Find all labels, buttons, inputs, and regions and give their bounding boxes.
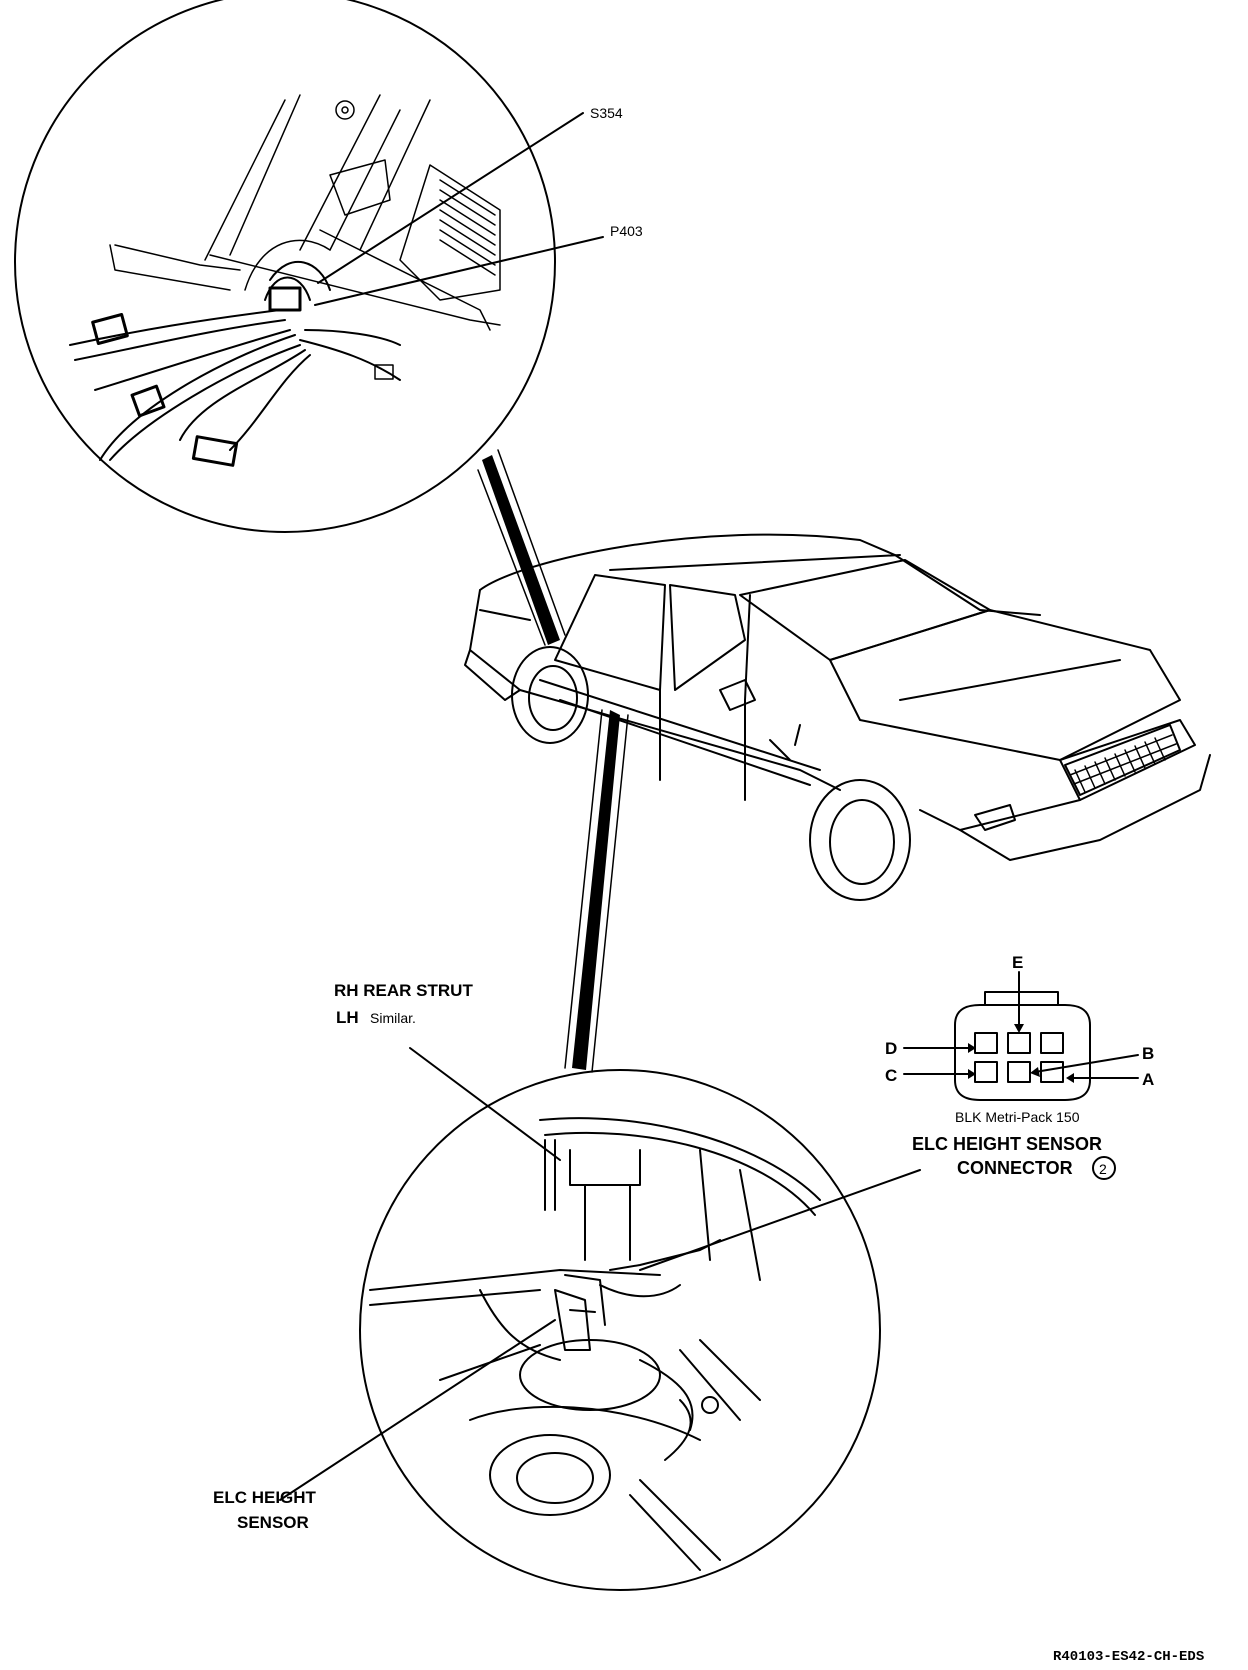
sensor-label-line2: SENSOR — [237, 1513, 309, 1532]
bottom-leader-lines — [279, 1047, 921, 1501]
connector-ref-number: 2 — [1099, 1161, 1107, 1177]
wire-harness-drawing — [69, 260, 401, 461]
sensor-label-line1: ELC HEIGHT — [213, 1488, 317, 1507]
suspension-drawing — [369, 1269, 761, 1571]
strut-title-label: RH REAR STRUT — [334, 981, 473, 1000]
pin-a-label: A — [1142, 1070, 1154, 1089]
connector-ref-circle — [1092, 1156, 1116, 1180]
body-panel-drawing — [109, 94, 501, 331]
vehicle-drawing — [464, 533, 1211, 901]
pin-c-label: C — [885, 1066, 897, 1085]
pin-b-label: B — [1142, 1044, 1154, 1063]
grille — [1064, 724, 1181, 796]
connector-p403-label: P403 — [610, 223, 643, 239]
bottom-detail-view — [279, 1047, 921, 1591]
connector-pinout: E D C B A BLK Metri-Pack 150 ELC HEIGHT … — [885, 953, 1154, 1180]
top-leader-lines — [314, 112, 604, 306]
top-detail-circle — [14, 0, 556, 533]
headlight — [974, 804, 1016, 831]
front-wheel — [809, 779, 911, 901]
strut-note-lh: LH — [336, 1008, 359, 1027]
strut-drawing — [539, 1117, 821, 1281]
pin-arrows — [903, 971, 1139, 1079]
pin-d-label: D — [885, 1039, 897, 1058]
harness-connectors — [91, 286, 394, 467]
figure-code: R40103-ES42-CH-EDS — [1053, 1649, 1204, 1665]
bottom-detail-circle — [359, 1069, 881, 1591]
callout-stripe-top — [477, 449, 566, 646]
connector-title-line2: CONNECTOR — [957, 1158, 1073, 1178]
pin-arrowheads — [968, 1024, 1074, 1083]
connector-title-line1: ELC HEIGHT SENSOR — [912, 1134, 1102, 1154]
connector-type-label: BLK Metri-Pack 150 — [955, 1109, 1080, 1125]
strut-note-similar: Similar. — [370, 1010, 416, 1026]
callout-stripe-bottom — [564, 709, 629, 1073]
height-sensor-drawing — [554, 1239, 721, 1351]
top-detail-view: S354 P403 — [14, 0, 643, 533]
pin-e-label: E — [1012, 953, 1023, 972]
splice-label: S354 — [590, 105, 623, 121]
connector-cavities — [974, 1032, 1064, 1083]
rear-wheel — [511, 646, 589, 744]
